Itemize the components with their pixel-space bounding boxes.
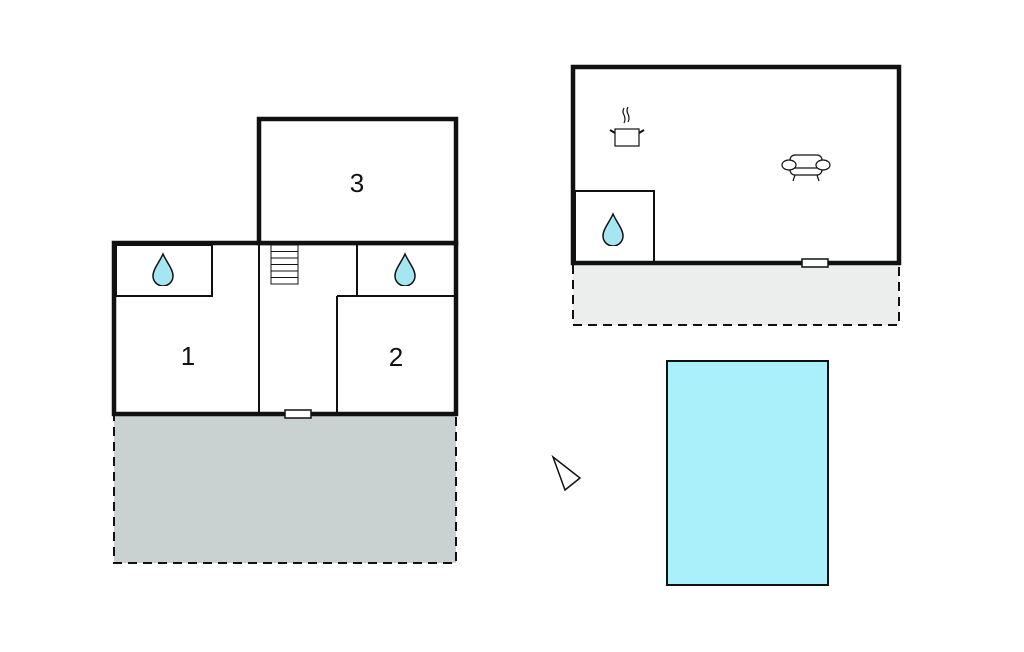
annex-building: [570, 64, 902, 266]
door-icon: [801, 258, 829, 268]
pool: [666, 360, 829, 586]
annex-bathroom: [574, 190, 655, 264]
stairs-icon: [270, 244, 299, 285]
bathroom-left: [115, 244, 213, 297]
terrace-annex: [572, 262, 900, 326]
room-3-label: 3: [350, 168, 364, 198]
room-1-label: 1: [181, 341, 195, 371]
sofa-icon: [781, 154, 831, 182]
room-2-label: 2: [389, 342, 403, 372]
door-icon: [284, 409, 312, 419]
cooking-pot-icon: [609, 106, 645, 147]
terrace-main: [113, 413, 457, 564]
compass-arrow-icon: [551, 454, 582, 492]
